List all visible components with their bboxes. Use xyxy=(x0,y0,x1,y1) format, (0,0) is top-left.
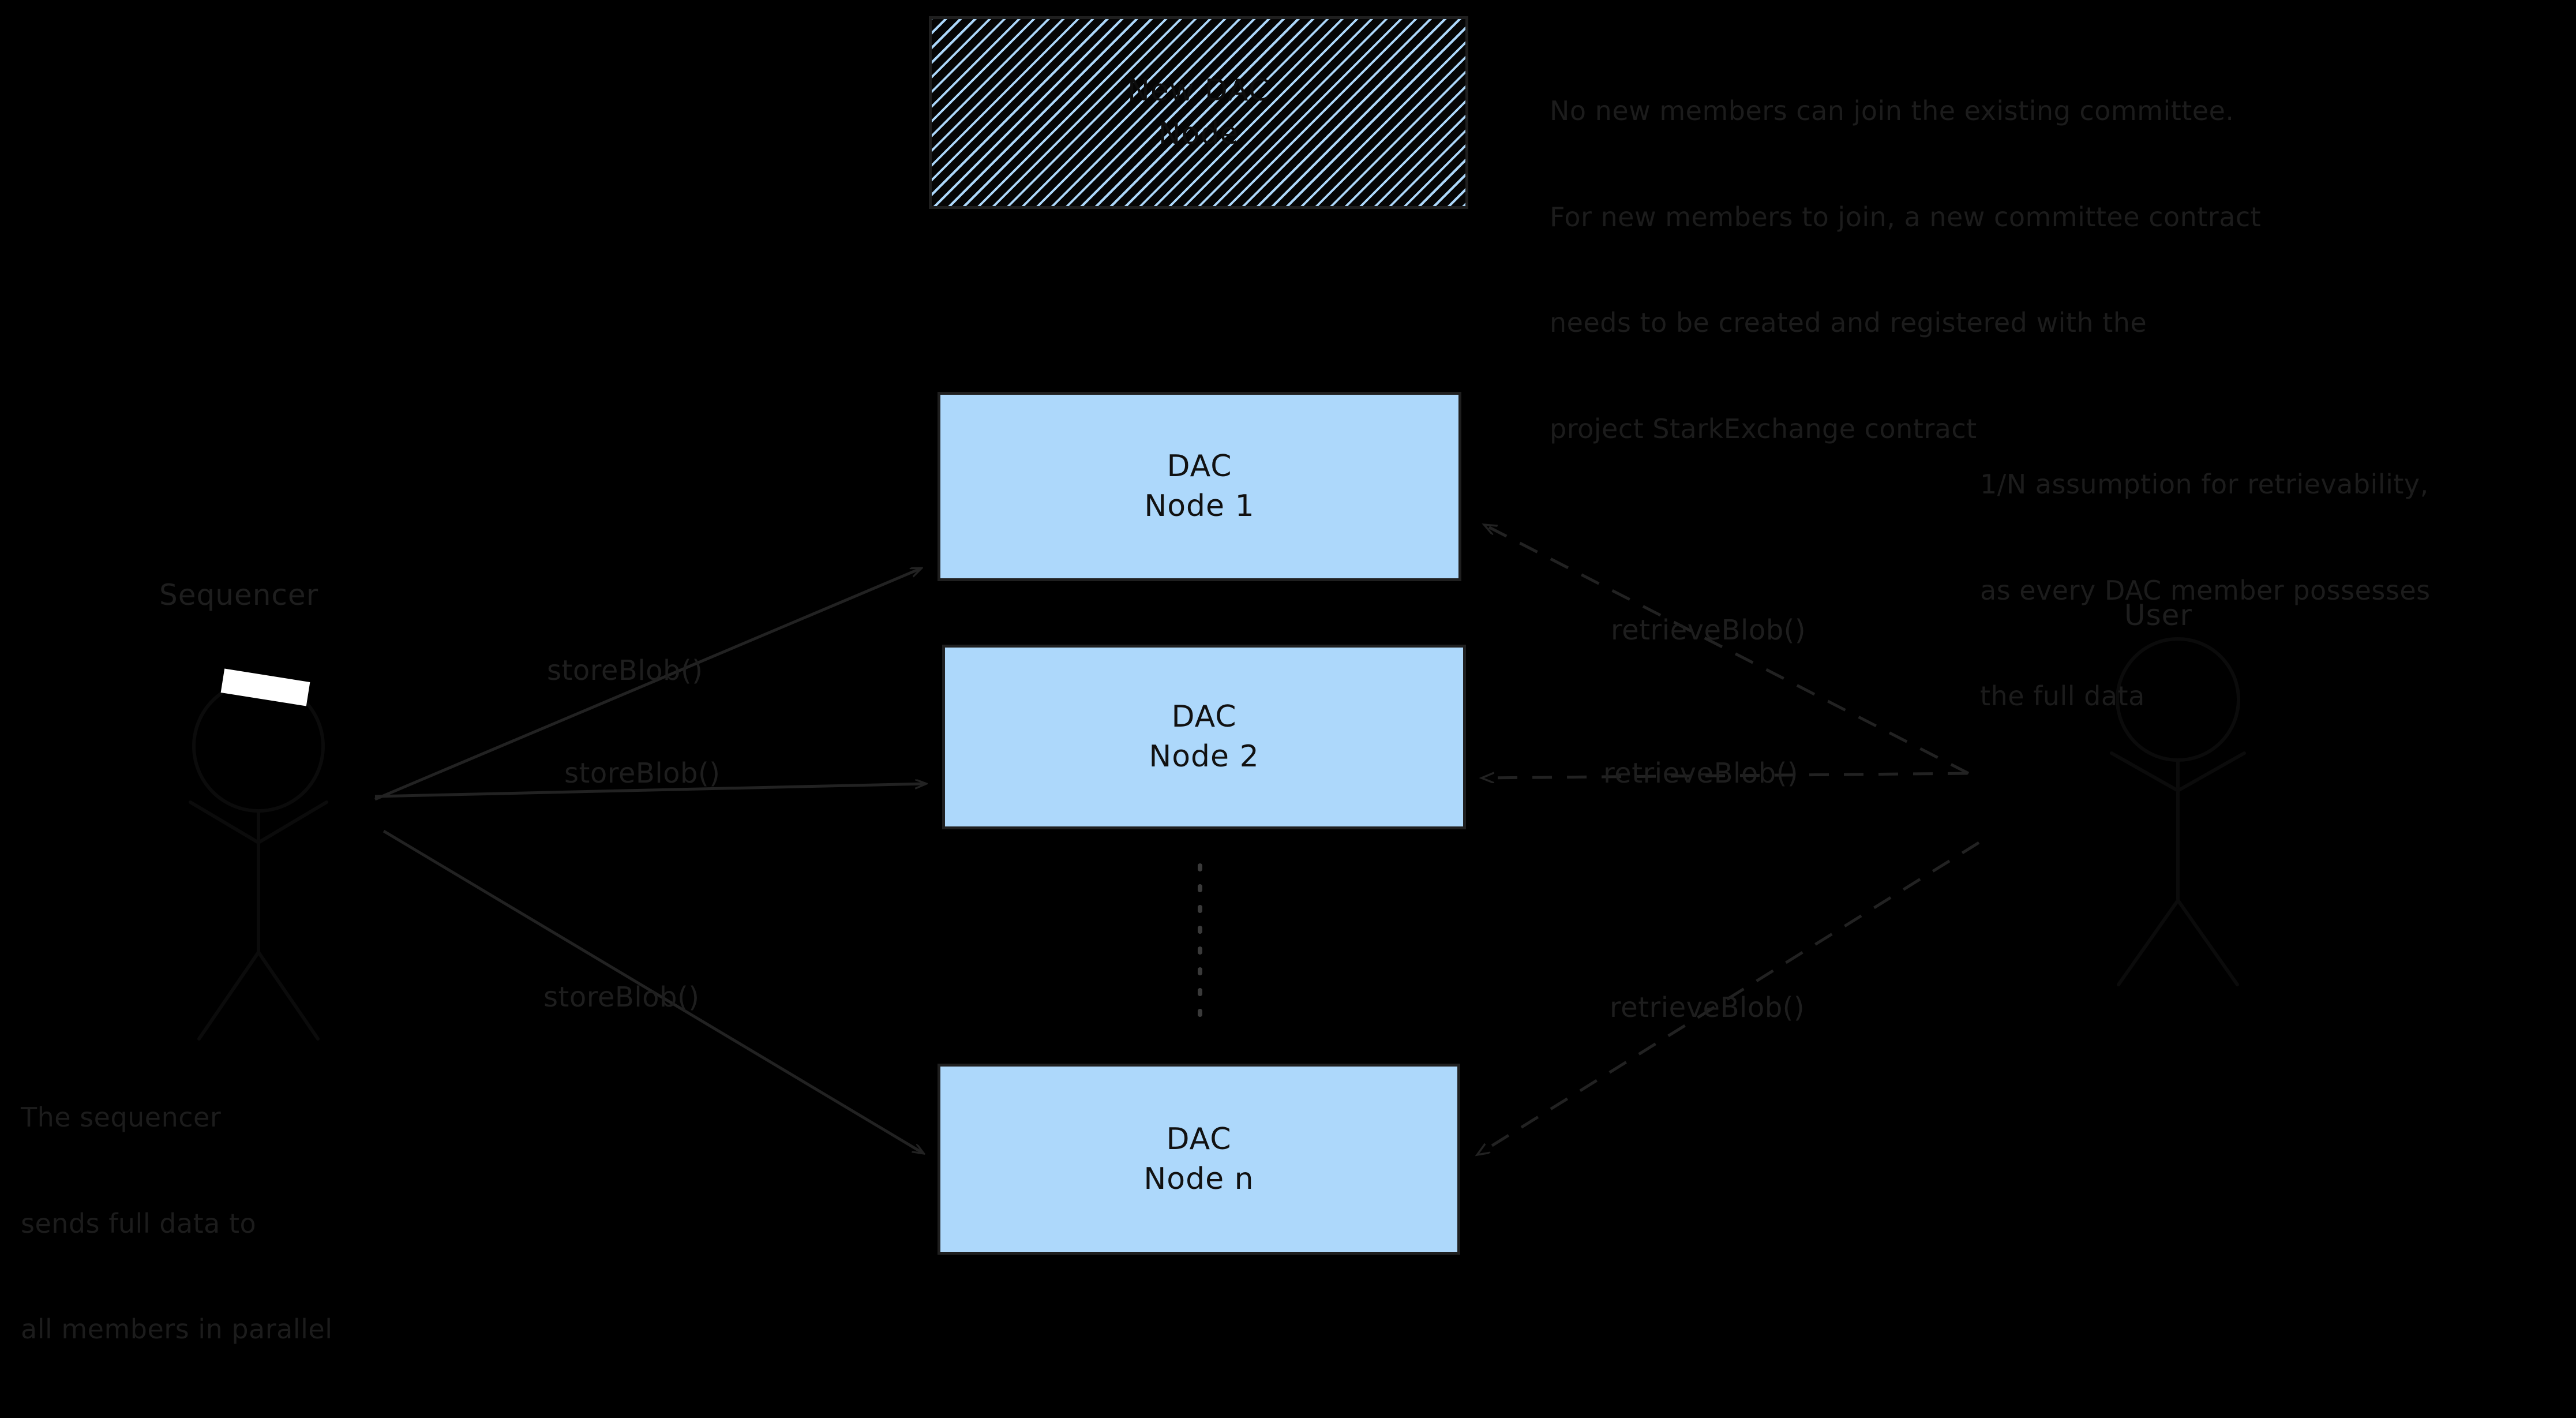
edge-retrieve-node1 xyxy=(1485,525,1970,775)
dac-node-2-box[interactable]: DAC Node 2 xyxy=(942,645,1466,829)
note-sequencer-parallel-line-2: sends full data to xyxy=(21,1207,257,1239)
note-sequencer-parallel: The sequencer sends full data to all mem… xyxy=(21,1030,332,1418)
dac-node-2-title: DAC xyxy=(1171,699,1237,735)
sequencer-label: Sequencer xyxy=(159,578,319,612)
note-committee-line-4: project StarkExchange contract xyxy=(1550,413,1977,444)
note-committee: No new members can join the existing com… xyxy=(1550,23,2261,517)
note-retrievability-line-1: 1/N assumption for retrievability, xyxy=(1980,469,2429,500)
user-label: User xyxy=(2124,598,2192,632)
dac-node-n-title: DAC xyxy=(1166,1121,1232,1157)
edge-label-store-noden: storeBlob() xyxy=(543,981,700,1013)
edge-label-retrieve-node1: retrieveBlob() xyxy=(1611,614,1806,646)
note-retrievability-line-3: the full data xyxy=(1980,680,2145,712)
new-dac-node-box[interactable]: New DAC Node xyxy=(929,16,1468,209)
edge-label-store-node1: storeBlob() xyxy=(547,654,703,687)
edge-label-store-node2: storeBlob() xyxy=(564,757,721,790)
dac-node-1-subtitle: Node 1 xyxy=(1144,489,1255,523)
new-dac-node-title: New DAC xyxy=(1127,73,1270,108)
dac-node-2-subtitle: Node 2 xyxy=(1149,739,1259,774)
dac-node-n-box[interactable]: DAC Node n xyxy=(938,1064,1460,1255)
new-dac-node-subtitle: Node xyxy=(1158,117,1239,151)
diagram-canvas: New DAC Node DAC Node 1 DAC Node 2 DAC N… xyxy=(21,16,2431,1345)
note-committee-line-1: No new members can join the existing com… xyxy=(1550,95,2234,127)
dac-node-n-subtitle: Node n xyxy=(1143,1161,1254,1196)
edge-label-retrieve-node2: retrieveBlob() xyxy=(1603,757,1799,790)
note-committee-line-3: needs to be created and registered with … xyxy=(1550,307,2147,339)
dac-node-1-box[interactable]: DAC Node 1 xyxy=(938,392,1461,581)
note-sequencer-parallel-line-1: The sequencer xyxy=(21,1102,222,1133)
sequencer-figure xyxy=(189,680,328,1041)
edge-label-retrieve-noden: retrieveBlob() xyxy=(1610,992,1805,1024)
note-retrievability-line-2: as every DAC member possesses xyxy=(1980,574,2431,606)
note-sequencer-parallel-line-3: all members in parallel xyxy=(21,1314,333,1345)
dac-node-1-title: DAC xyxy=(1167,449,1232,484)
sequencer-highlight-band xyxy=(220,668,310,706)
note-committee-line-2: For new members to join, a new committee… xyxy=(1550,201,2262,233)
note-retrievability: 1/N assumption for retrievability, as ev… xyxy=(1980,396,2431,785)
